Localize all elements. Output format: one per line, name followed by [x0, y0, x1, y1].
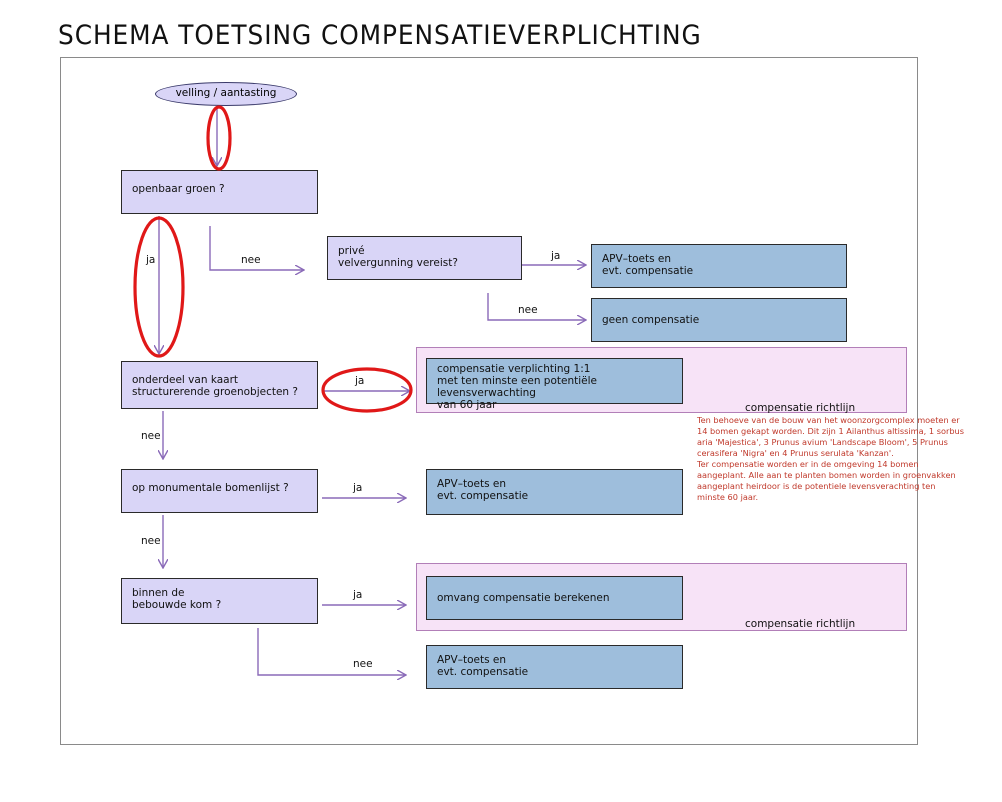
- node-monumentale-bomenlijst: op monumentale bomenlijst ?: [121, 469, 318, 513]
- note-line: Ter compensatie worden er in de omgeving…: [697, 459, 919, 469]
- note-line: minste 60 jaar.: [697, 492, 759, 502]
- node-bebouwde-kom: binnen de bebouwde kom ?: [121, 578, 318, 624]
- highlight-ring-ja-openbaar: [133, 216, 185, 358]
- page-title: SCHEMA TOETSING COMPENSATIEVERPLICHTING: [58, 20, 702, 51]
- label-nee-onderdeel: nee: [141, 430, 161, 442]
- node-structurerende-groenobjecten: onderdeel van kaart structurerende groen…: [121, 361, 318, 409]
- annotation-note: Ten behoeve van de bouw van het woonzorg…: [697, 415, 997, 503]
- arrow-prive-nee: [487, 293, 586, 320]
- label-ja-monumentaal: ja: [353, 482, 363, 494]
- label-nee-prive: nee: [518, 304, 538, 316]
- note-line: cerasifera 'Nigra' en 4 Prunus serulata …: [697, 448, 894, 458]
- node-omvang-compensatie: omvang compensatie berekenen: [426, 576, 683, 620]
- note-line: Ten behoeve van de bouw van het woonzorg…: [697, 415, 960, 425]
- label-nee-bebouwd: nee: [353, 658, 373, 670]
- node-openbaar-groen: openbaar groen ?: [121, 170, 318, 214]
- node-apv-toets-2: APV–toets en evt. compensatie: [426, 469, 683, 515]
- guideline-label-1: compensatie richtlijn: [745, 402, 856, 414]
- note-line: aria 'Majestica', 3 Prunus avium 'Landsc…: [697, 437, 948, 447]
- node-apv-toets-1: APV–toets en evt. compensatie: [591, 244, 847, 288]
- arrow-bebouwd-nee: [257, 628, 406, 675]
- arrow-openbaar-nee: [209, 226, 304, 270]
- label-ja-bebouwd: ja: [353, 589, 363, 601]
- node-apv-toets-3: APV–toets en evt. compensatie: [426, 645, 683, 689]
- label-nee-openbaar: nee: [241, 254, 261, 266]
- note-line: aangeplant heirdoor is de potentiele lev…: [697, 481, 936, 491]
- highlight-ring-ja-onderdeel: [321, 367, 413, 413]
- node-geen-compensatie: geen compensatie: [591, 298, 847, 342]
- label-ja-prive: ja: [551, 250, 561, 262]
- node-prive-velvergunning: privé velvergunning vereist?: [327, 236, 522, 280]
- node-compensatie-verplichting: compensatie verplichting 1:1 met ten min…: [426, 358, 683, 411]
- guideline-label-2: compensatie richtlijn: [745, 618, 856, 630]
- diagram-frame: [60, 57, 918, 745]
- start-node: velling / aantasting: [155, 82, 297, 106]
- note-line: aangeplant. Alle aan te planten bomen wo…: [697, 470, 956, 480]
- highlight-ring-start: [206, 105, 232, 171]
- label-ja-onderdeel: ja: [355, 375, 365, 387]
- note-line: 14 bomen gekapt worden. Dit zijn 1 Ailan…: [697, 426, 964, 436]
- label-nee-monumentaal: nee: [141, 535, 161, 547]
- label-ja-openbaar: ja: [146, 254, 156, 266]
